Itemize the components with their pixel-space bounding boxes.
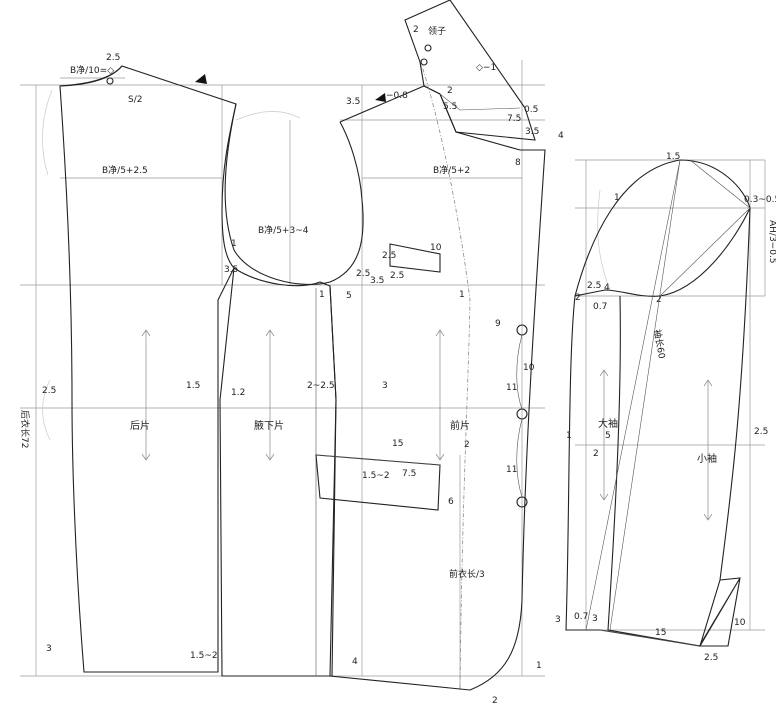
- label-sleeve-25b: 2.5: [754, 427, 768, 437]
- label-collar-05: 0.5: [524, 105, 538, 115]
- label-hem-3: 3: [46, 644, 52, 654]
- label-shoulder-half: S/2: [128, 95, 142, 105]
- label-back-neck-width: B净/10=◇: [70, 64, 114, 76]
- buttons: [516, 324, 528, 508]
- label-pocket-35: 3.5: [370, 276, 384, 286]
- label-sleeve-15: 1.5: [666, 152, 680, 162]
- label-sleeve-2b: 2: [656, 295, 662, 305]
- label-collar-55: 5.5: [443, 102, 457, 112]
- armhole-curve: [224, 103, 364, 285]
- label-sleeve-1a: 1: [614, 193, 620, 203]
- label-button-11a: 11: [506, 383, 517, 393]
- front-fold-line: [419, 59, 471, 691]
- label-lapel-8: 8: [515, 158, 521, 168]
- label-sleeve-1b: 1: [566, 431, 572, 441]
- label-small-sleeve: 小袖: [697, 452, 717, 465]
- label-sleeve-2a: 2: [575, 293, 581, 303]
- label-big-sleeve: 大袖: [598, 417, 618, 430]
- label-sleeve-ah: AH/3−0.5: [767, 220, 776, 264]
- label-pocket-25b: 2.5: [356, 269, 370, 279]
- label-hip-pocket-15-2: 1.5~2: [362, 471, 390, 481]
- label-armhole-depth: B净/5+3~4: [258, 224, 309, 236]
- label-hip-pocket-6: 6: [448, 497, 454, 507]
- chest-pocket: [389, 243, 441, 273]
- label-sleeve-3a: 3: [555, 615, 561, 625]
- measurement-labels: B净/10=◇ 2.5 S/2 B净/5+2.5 B净/5+3~4 B净/5+2…: [19, 25, 776, 706]
- front-panel-outline: [329, 85, 546, 691]
- construction-guides: [20, 60, 766, 690]
- label-collar-diamond: ◇−1: [476, 63, 496, 73]
- label-shoulder-dart: 2.5: [106, 53, 120, 63]
- label-hem-15-2: 1.5~2: [190, 651, 218, 661]
- big-sleeve-outline: [565, 159, 751, 647]
- label-collar-08: −0.8: [386, 91, 408, 101]
- label-front-panel: 前片: [450, 419, 470, 432]
- collar-outline: [404, 0, 536, 141]
- label-sleeve-25c: 2.5: [704, 653, 718, 663]
- label-back-12: 1.2: [231, 388, 245, 398]
- label-sleeve-03-05: 0.3~0.5: [744, 195, 776, 205]
- label-armhole-35: 3.5: [224, 265, 238, 275]
- label-hip-pocket-75: 7.5: [402, 469, 416, 479]
- label-back-length: 后衣长72: [19, 410, 31, 448]
- label-sleeve-length: 袖长60: [651, 328, 668, 359]
- label-collar-35b: 3.5: [525, 127, 539, 137]
- label-armhole-1: 1: [231, 239, 237, 249]
- label-front-length-third: 前衣长/3: [449, 568, 485, 580]
- label-sleeve-5: 5: [605, 431, 611, 441]
- label-hem-1: 1: [536, 661, 542, 671]
- label-sleeve-25: 2.5: [587, 281, 601, 291]
- label-button-9: 9: [495, 319, 501, 329]
- label-sleeve-3b: 3: [592, 614, 598, 624]
- label-hip-pocket-2: 2: [464, 440, 470, 450]
- label-sleeve-10: 10: [734, 618, 746, 628]
- grain-arrows: [141, 329, 713, 521]
- label-pocket-25a: 2.5: [382, 251, 396, 261]
- label-side-3: 3: [382, 381, 388, 391]
- label-collar: 领子: [428, 25, 446, 37]
- label-back-25: 2.5: [42, 386, 56, 396]
- label-hem-4: 4: [352, 657, 358, 667]
- label-side-1: 1: [319, 290, 325, 300]
- label-hip-pocket-15: 15: [392, 439, 403, 449]
- label-button-10: 10: [523, 363, 535, 373]
- label-side-panel: 腋下片: [254, 419, 284, 432]
- label-pocket-25c: 2.5: [390, 271, 404, 281]
- label-sleeve-07a: 0.7: [593, 302, 607, 312]
- label-collar-2b: 2: [447, 86, 453, 96]
- label-button-11b: 11: [506, 465, 517, 475]
- label-collar-75: 7.5: [507, 114, 521, 124]
- label-collar-35: 3.5: [346, 97, 360, 107]
- label-sleeve-2c: 2: [593, 449, 599, 459]
- label-pocket-10: 10: [430, 243, 442, 253]
- label-sleeve-07b: 0.7: [574, 612, 588, 622]
- side-panel-outline: [219, 267, 337, 677]
- label-collar-2: 2: [413, 25, 419, 35]
- label-front-chest: B净/5+2: [433, 164, 470, 176]
- label-sleeve-4: 4: [604, 283, 610, 293]
- small-sleeve-outline: [607, 295, 741, 647]
- label-back-chest: B净/5+2.5: [102, 164, 148, 176]
- label-lapel-4: 4: [558, 131, 564, 141]
- label-sleeve-15b: 15: [655, 628, 666, 638]
- label-front-1: 1: [459, 290, 465, 300]
- label-hem-2: 2: [492, 696, 498, 704]
- label-side-5: 5: [346, 291, 352, 301]
- back-panel-outline: [59, 65, 237, 673]
- label-back-15: 1.5: [186, 381, 200, 391]
- label-side-2-25: 2~2.5: [307, 381, 335, 391]
- sketch-curves: [42, 89, 611, 441]
- label-back-panel: 后片: [130, 419, 150, 432]
